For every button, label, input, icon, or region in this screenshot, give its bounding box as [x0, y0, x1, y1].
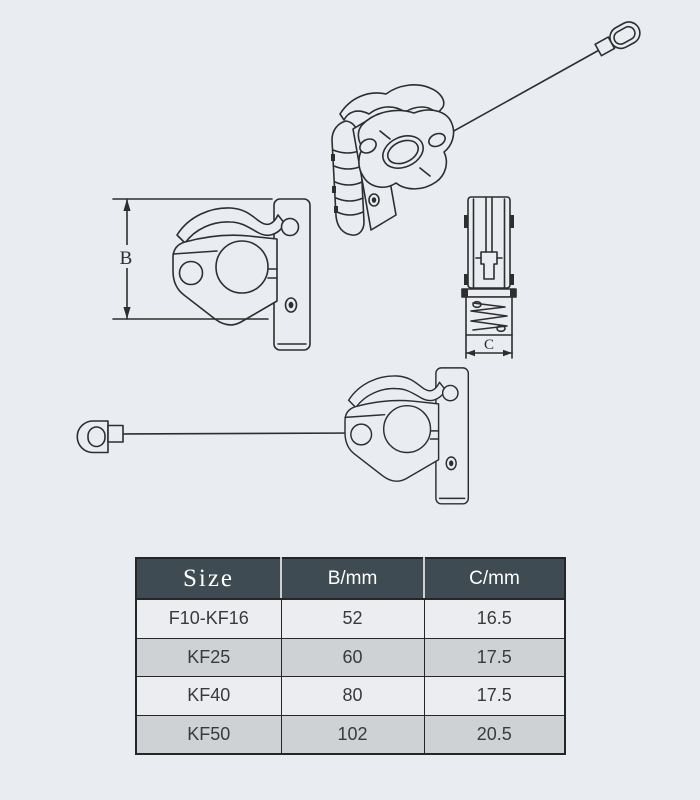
cell-c: 16.5 — [423, 598, 566, 639]
header-b-mm: B/mm — [280, 558, 424, 600]
lanyard-pin — [76, 420, 124, 454]
cell-size: KF40 — [135, 676, 282, 716]
cell-size: KF50 — [135, 714, 282, 755]
size-table: Size B/mm C/mm F10-KF16 52 16.5 KF25 60 … — [135, 557, 566, 755]
isometric-view — [331, 21, 641, 236]
cell-b: 102 — [280, 714, 425, 755]
header-c-mm: C/mm — [423, 558, 565, 600]
table-row: KF25 60 17.5 — [135, 637, 566, 677]
lanyard-pin — [594, 21, 641, 57]
header-size: Size — [136, 558, 281, 600]
spring-coil — [470, 302, 508, 331]
dimension-c: C — [465, 334, 513, 359]
clamp-opening — [382, 135, 424, 169]
front-view-c: C — [461, 196, 517, 359]
table-row: KF40 80 17.5 — [135, 676, 566, 716]
dimension-b: B — [112, 198, 273, 320]
lanyard-hole — [428, 132, 446, 148]
side-view-b: B — [112, 198, 311, 351]
side-view-with-lanyard — [76, 367, 470, 505]
cell-b: 80 — [280, 676, 425, 716]
cell-b: 60 — [280, 637, 425, 677]
table-row: KF50 102 20.5 — [135, 714, 566, 755]
lanyard-cable — [122, 432, 363, 435]
lanyard-cable — [442, 48, 602, 138]
cell-c: 20.5 — [423, 714, 566, 755]
table-row: F10-KF16 52 16.5 — [135, 598, 566, 639]
technical-drawings: B — [76, 21, 641, 505]
table-header-row: Size B/mm C/mm — [136, 558, 565, 600]
dimension-c-label: C — [484, 337, 494, 353]
dimension-b-label: B — [120, 248, 133, 269]
cell-size: KF25 — [135, 637, 282, 677]
cell-c: 17.5 — [423, 637, 566, 677]
cell-size: F10-KF16 — [135, 598, 282, 639]
cell-b: 52 — [280, 598, 425, 639]
cell-c: 17.5 — [423, 676, 566, 716]
